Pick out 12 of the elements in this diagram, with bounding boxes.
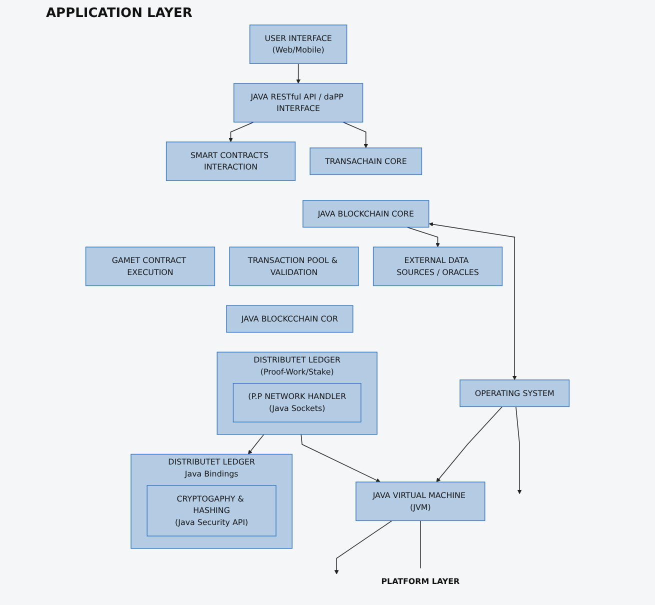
arrow <box>334 520 392 574</box>
connector-line <box>420 520 421 569</box>
arrow <box>516 406 522 494</box>
layer-label: APPLICATION LAYER <box>46 6 192 21</box>
arrow <box>248 434 264 454</box>
arrow <box>228 122 254 142</box>
arrow <box>406 226 440 248</box>
arrow <box>300 434 380 482</box>
arrow <box>342 122 368 148</box>
arrow <box>296 63 300 84</box>
arrow <box>436 406 503 482</box>
arrow <box>428 222 517 380</box>
